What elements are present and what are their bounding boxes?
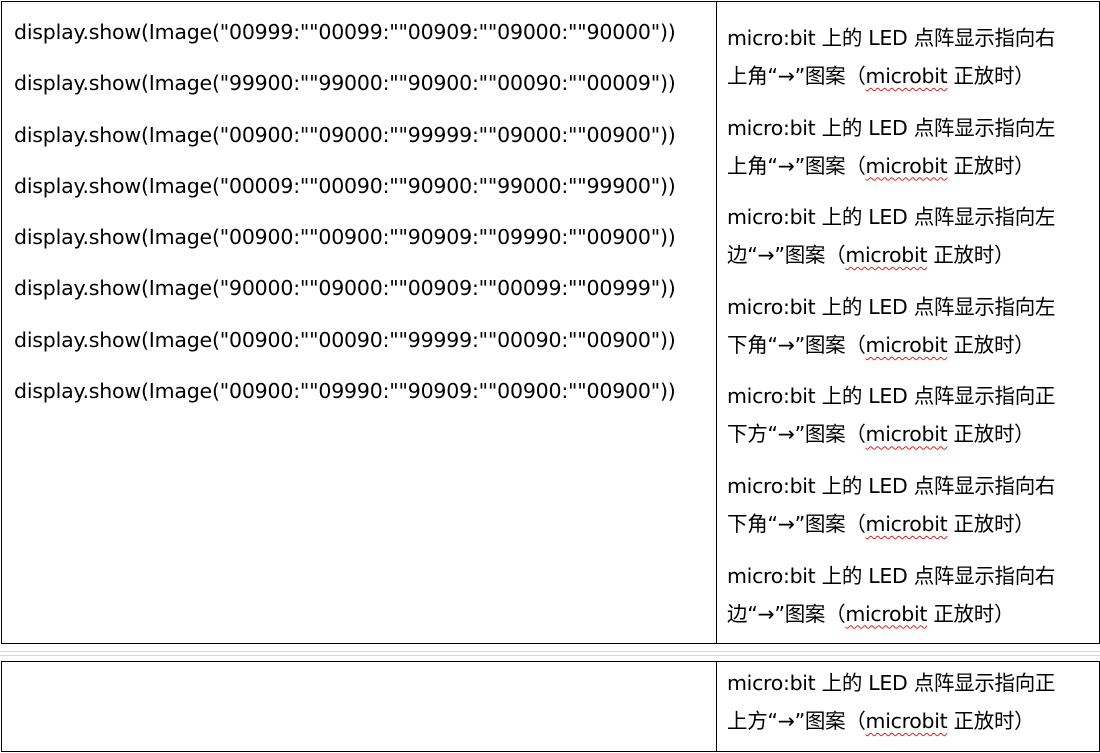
- spellcheck-word[interactable]: microbit: [865, 709, 948, 733]
- code-line: display.show(Image("00900:""09990:""9090…: [14, 379, 676, 404]
- description-text: 正放时）: [947, 153, 1035, 178]
- description-line: 边“→”图案（microbit 正放时）: [727, 236, 1099, 274]
- description-text: 正放时）: [947, 709, 1035, 733]
- description-line: 下角“→”图案（microbit 正放时）: [727, 326, 1099, 364]
- description-text: 边“→”图案（: [727, 243, 846, 268]
- page-break-line: [0, 651, 1100, 652]
- code-column-empty: [2, 662, 717, 751]
- code-table: display.show(Image("00999:""00099:""0090…: [1, 1, 1100, 644]
- description-column: micro:bit 上的 LED 点阵显示指向右 上角“→”图案（microbi…: [717, 2, 1099, 643]
- description-item: micro:bit 上的 LED 点阵显示指向左 上角“→”图案（microbi…: [727, 109, 1099, 185]
- description-text: 正放时）: [927, 601, 1015, 626]
- description-item: micro:bit 上的 LED 点阵显示指向左 边“→”图案（microbit…: [727, 198, 1099, 274]
- spellcheck-word[interactable]: microbit: [865, 422, 948, 447]
- description-item: micro:bit 上的 LED 点阵显示指向左 下角“→”图案（microbi…: [727, 288, 1099, 364]
- code-line: display.show(Image("00009:""00090:""9090…: [14, 173, 676, 198]
- description-line: micro:bit 上的 LED 点阵显示指向左: [727, 294, 1056, 319]
- description-line: micro:bit 上的 LED 点阵显示指向右: [727, 473, 1056, 498]
- description-text: 正放时）: [947, 511, 1035, 536]
- description-line: micro:bit 上的 LED 点阵显示指向右: [727, 26, 1056, 50]
- code-line: display.show(Image("00999:""00099:""0090…: [14, 20, 676, 44]
- description-item: micro:bit 上的 LED 点阵显示指向右 边“→”图案（microbit…: [727, 557, 1099, 633]
- description-line: 上方“→”图案（microbit 正放时）: [727, 702, 1099, 740]
- description-text: 边“→”图案（: [727, 601, 846, 626]
- description-item: micro:bit 上的 LED 点阵显示指向右 下角“→”图案（microbi…: [727, 467, 1099, 543]
- description-line: micro:bit 上的 LED 点阵显示指向左: [727, 205, 1056, 230]
- description-text: 正放时）: [947, 422, 1035, 447]
- description-line: micro:bit 上的 LED 点阵显示指向正: [727, 384, 1056, 409]
- description-column: micro:bit 上的 LED 点阵显示指向正 上方“→”图案（microbi…: [717, 662, 1099, 751]
- spellcheck-word[interactable]: microbit: [865, 511, 948, 536]
- description-line: 边“→”图案（microbit 正放时）: [727, 595, 1099, 633]
- description-text: 下角“→”图案（: [727, 332, 866, 357]
- description-text: 正放时）: [927, 243, 1015, 268]
- description-item: micro:bit 上的 LED 点阵显示指向正 下方“→”图案（microbi…: [727, 377, 1099, 453]
- code-line: display.show(Image("00900:""09000:""9999…: [14, 122, 676, 147]
- code-line: display.show(Image("00900:""00090:""9999…: [14, 327, 676, 352]
- code-column: display.show(Image("00999:""00099:""0090…: [2, 2, 717, 643]
- description-text: 下角“→”图案（: [727, 511, 866, 536]
- description-line: micro:bit 上的 LED 点阵显示指向正: [727, 671, 1056, 695]
- description-text: 正放时）: [947, 64, 1035, 88]
- spellcheck-word[interactable]: microbit: [845, 601, 928, 626]
- description-text: 下方“→”图案（: [727, 422, 866, 447]
- description-line: 上角“→”图案（microbit 正放时）: [727, 147, 1099, 185]
- code-line: display.show(Image("00900:""00900:""9090…: [14, 225, 676, 250]
- description-item: micro:bit 上的 LED 点阵显示指向正 上方“→”图案（microbi…: [727, 664, 1099, 740]
- spellcheck-word[interactable]: microbit: [865, 332, 948, 357]
- description-line: micro:bit 上的 LED 点阵显示指向右: [727, 563, 1056, 588]
- description-text: 上角“→”图案（: [727, 64, 866, 88]
- description-line: micro:bit 上的 LED 点阵显示指向左: [727, 115, 1056, 140]
- description-text: 上方“→”图案（: [727, 709, 866, 733]
- description-line: 下方“→”图案（microbit 正放时）: [727, 415, 1099, 453]
- description-text: 正放时）: [947, 332, 1035, 357]
- description-line: 上角“→”图案（microbit 正放时）: [727, 57, 1099, 95]
- code-line: display.show(Image("99900:""99000:""9090…: [14, 71, 676, 96]
- code-table-continued: micro:bit 上的 LED 点阵显示指向正 上方“→”图案（microbi…: [1, 661, 1100, 752]
- description-line: 下角“→”图案（microbit 正放时）: [727, 505, 1099, 543]
- description-text: 上角“→”图案（: [727, 153, 866, 178]
- spellcheck-word[interactable]: microbit: [865, 153, 948, 178]
- spellcheck-word[interactable]: microbit: [865, 64, 948, 88]
- spellcheck-word[interactable]: microbit: [845, 243, 928, 268]
- page-break-line: [0, 655, 1100, 656]
- code-line: display.show(Image("90000:""09000:""0090…: [14, 276, 676, 301]
- description-item: micro:bit 上的 LED 点阵显示指向右 上角“→”图案（microbi…: [727, 19, 1099, 95]
